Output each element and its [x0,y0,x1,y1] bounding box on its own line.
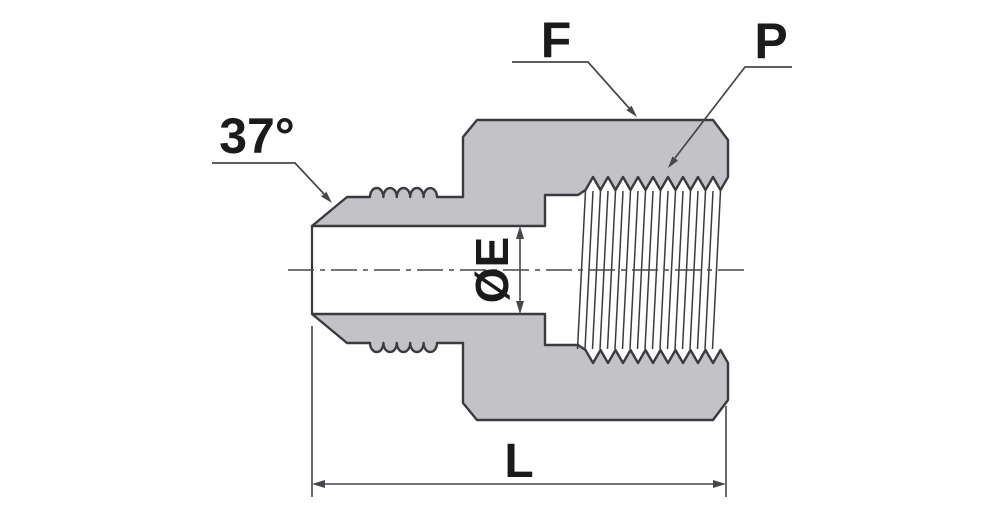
fitting-body [310,118,730,422]
flare-angle-leader-line [212,162,325,195]
flare-thread-arrowhead [626,105,637,117]
overall-length-arrow-left [312,480,325,488]
bore-diameter-label: ØE [466,237,518,303]
fitting-body-upper-half [310,118,730,228]
callout-flare-angle: 37° [212,108,332,203]
bore-diameter-arrow-down [516,301,524,314]
overall-length-label: L [504,435,533,488]
callout-pipe-thread: P [668,13,792,168]
pipe-thread-label: P [754,13,787,69]
fitting-body-lower-half [310,312,730,422]
overall-length-arrow-right [713,480,726,488]
flare-thread-leader-line [512,61,630,109]
bore-diameter-arrow-up [516,226,524,239]
flare-angle-label: 37° [219,108,295,164]
flare-angle-arrowhead [321,191,332,203]
flare-thread-label: F [541,12,572,68]
dimension-bore-diameter: ØE [466,226,524,314]
pipe-thread-arrowhead [668,156,679,168]
dimension-overall-length: L [311,326,727,497]
pipe-thread-leader-line [674,66,792,159]
callout-flare-thread: F [512,12,637,117]
